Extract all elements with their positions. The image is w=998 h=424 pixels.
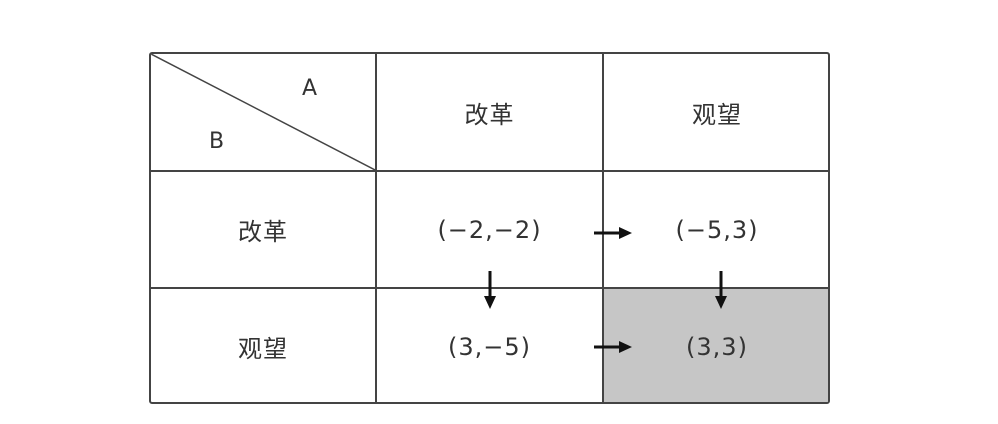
payoff-cell-wait-wait: (3,3): [686, 332, 748, 361]
payoff-cell-wait-reform: (3,−5): [447, 332, 531, 361]
down-arrow-col2: [715, 271, 727, 309]
column-header-wait: 观望: [692, 100, 742, 129]
payoff-matrix: A B 改革 观望 改革 观望 (−2,−2) (−5,3) (3,−5) (3…: [149, 52, 830, 404]
grid-hline-1: [151, 170, 828, 172]
row-header-reform: 改革: [238, 218, 288, 246]
payoff-cell-reform-wait: (−5,3): [675, 215, 759, 244]
column-header-reform: 改革: [464, 100, 515, 129]
right-arrow-row1: [594, 227, 632, 239]
corner-diagonal: [151, 54, 377, 172]
grid-vline-2: [602, 54, 604, 402]
grid-vline-1: [375, 54, 377, 402]
payoff-cell-reform-reform: (−2,−2): [437, 215, 542, 244]
equilibrium-cell-shade: [603, 288, 828, 402]
corner-label-b: B: [209, 129, 225, 154]
right-arrow-row2: [594, 341, 632, 353]
down-arrow-col1: [484, 271, 496, 309]
corner-label-a: A: [302, 76, 318, 101]
row-header-wait: 观望: [238, 335, 288, 363]
